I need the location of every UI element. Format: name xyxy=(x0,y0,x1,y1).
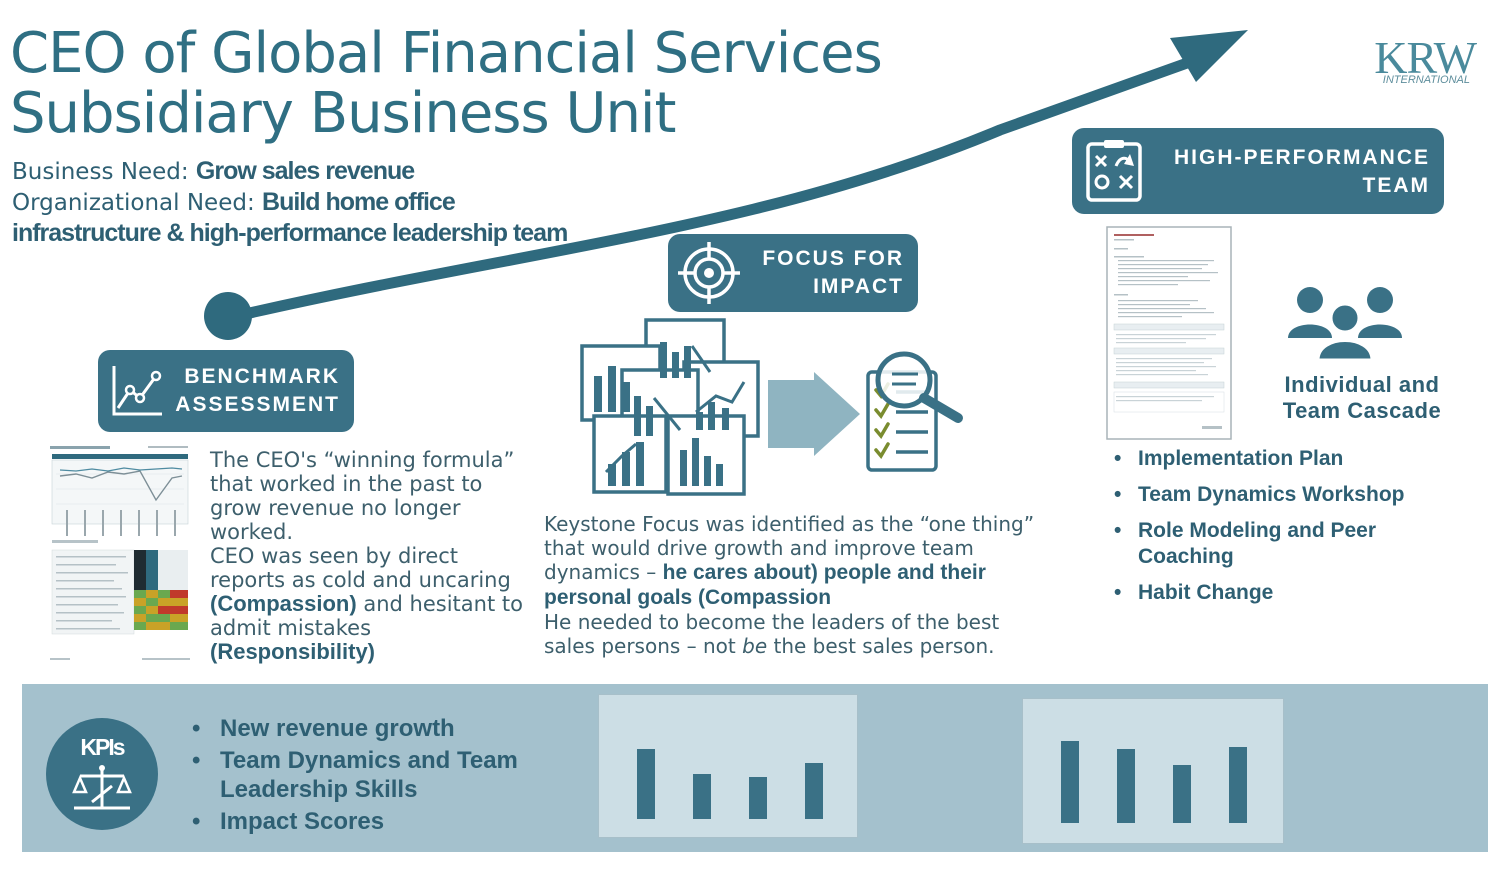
checklist-magnifier-icon xyxy=(866,351,963,472)
focus-text-2: He needed to become the leaders of the b… xyxy=(544,610,1000,658)
benchmark-bold-compassion: (Compassion) xyxy=(210,591,357,616)
chart-1-bar-3 xyxy=(749,777,767,819)
chart-2-bar-1 xyxy=(1061,741,1079,823)
list-item: Impact Scores xyxy=(190,807,570,836)
trend-chart-icon xyxy=(112,366,162,416)
benchmark-text-2: CEO was seen by direct reports as cold a… xyxy=(210,544,511,592)
list-item: Team Dynamics and Team Leadership Skills xyxy=(190,746,570,804)
focus-badge-label: FOCUS FOR IMPACT xyxy=(744,245,904,301)
benchmark-badge-line-1: BENCHMARK xyxy=(184,365,340,388)
chart-1-bar-4 xyxy=(805,763,823,819)
kpi-chart-1 xyxy=(598,694,858,838)
focus-badge-line-1: FOCUS FOR xyxy=(762,247,904,270)
kpi-label: KPIs xyxy=(80,734,125,760)
kpi-chart-2 xyxy=(1022,698,1284,844)
focus-italic-text: be xyxy=(742,634,768,658)
chart-2-bar-2 xyxy=(1117,749,1135,823)
logo-sub: INTERNATIONAL xyxy=(1382,74,1470,86)
title-line-2: Subsidiary Business Unit xyxy=(10,81,676,146)
page-title: CEO of Global Financial Services Subsidi… xyxy=(10,24,950,144)
benchmark-text-3: and hesitant to admit mistakes xyxy=(210,592,523,640)
right-arrow-icon xyxy=(768,372,860,456)
list-item: Habit Change xyxy=(1114,580,1454,606)
logo-name: KRW xyxy=(1374,32,1477,83)
individual-team-cascade: Individual and Team Cascade xyxy=(1270,372,1454,424)
kpi-balance-icon xyxy=(72,765,132,810)
hpt-badge-label: HIGH-PERFORMANCE TEAM xyxy=(1152,144,1430,200)
benchmark-report-thumbnail xyxy=(48,444,194,666)
benchmark-text-1: The CEO's “winning formula” that worked … xyxy=(210,448,515,544)
strategy-board-icon xyxy=(1086,140,1142,202)
target-icon xyxy=(678,242,740,304)
focus-text-3: the best sales person. xyxy=(767,634,995,658)
title-line-1: CEO of Global Financial Services xyxy=(10,21,883,86)
focus-badge: FOCUS FOR IMPACT xyxy=(668,234,918,312)
focus-badge-line-2: IMPACT xyxy=(813,275,904,298)
benchmark-badge-label: BENCHMARK ASSESSMENT xyxy=(172,363,340,419)
high-performance-team-badge: HIGH-PERFORMANCE TEAM xyxy=(1072,128,1444,214)
focus-bold-text: he cares about) people and their persona… xyxy=(544,561,986,609)
list-item: New revenue growth xyxy=(190,714,570,743)
org-need-label: Organizational Need: xyxy=(12,190,263,216)
list-item: Team Dynamics Workshop xyxy=(1114,482,1454,508)
chart-2-bar-4 xyxy=(1229,747,1247,823)
chart-1-bar-2 xyxy=(693,774,711,819)
list-item: Implementation Plan xyxy=(1114,446,1454,472)
team-people-icon xyxy=(1288,287,1402,360)
focus-description: Keystone Focus was identified as the “on… xyxy=(544,512,1044,658)
kpi-list: New revenue growth Team Dynamics and Tea… xyxy=(190,714,570,839)
stacked-charts-icon xyxy=(580,318,760,496)
benchmark-badge: BENCHMARK ASSESSMENT xyxy=(98,350,354,432)
cascade-line-1: Individual and xyxy=(1284,372,1440,397)
business-need-label: Business Need: xyxy=(12,159,196,185)
org-need-value: Build home office infrastructure & high-… xyxy=(12,188,568,247)
kpi-chart-1-svg xyxy=(637,749,823,819)
benchmark-bold-responsibility: (Responsibility) xyxy=(210,639,376,664)
needs-block: Business Need: Grow sales revenue Organi… xyxy=(12,156,572,248)
kpi-chart-2-svg xyxy=(1061,741,1247,823)
chart-1-bar-1 xyxy=(637,749,655,819)
hpt-badge-line-1: HIGH-PERFORMANCE xyxy=(1174,146,1430,169)
list-item: Role Modeling and Peer Coaching xyxy=(1114,518,1454,570)
kpi-badge: KPIs xyxy=(46,718,158,830)
cascade-line-2: Team Cascade xyxy=(1282,398,1442,423)
benchmark-badge-line-2: ASSESSMENT xyxy=(175,393,340,416)
focus-text-1: Keystone Focus was identified as the “on… xyxy=(544,512,1035,584)
hpt-badge-line-2: TEAM xyxy=(1362,174,1430,197)
business-need-value: Grow sales revenue xyxy=(195,157,415,185)
hpt-action-list: Implementation Plan Team Dynamics Worksh… xyxy=(1114,446,1454,616)
benchmark-description: The CEO's “winning formula” that worked … xyxy=(210,448,530,664)
krw-logo: KRW INTERNATIONAL xyxy=(1356,32,1477,87)
implementation-plan-thumbnail xyxy=(1106,226,1232,440)
chart-2-bar-3 xyxy=(1173,765,1191,823)
